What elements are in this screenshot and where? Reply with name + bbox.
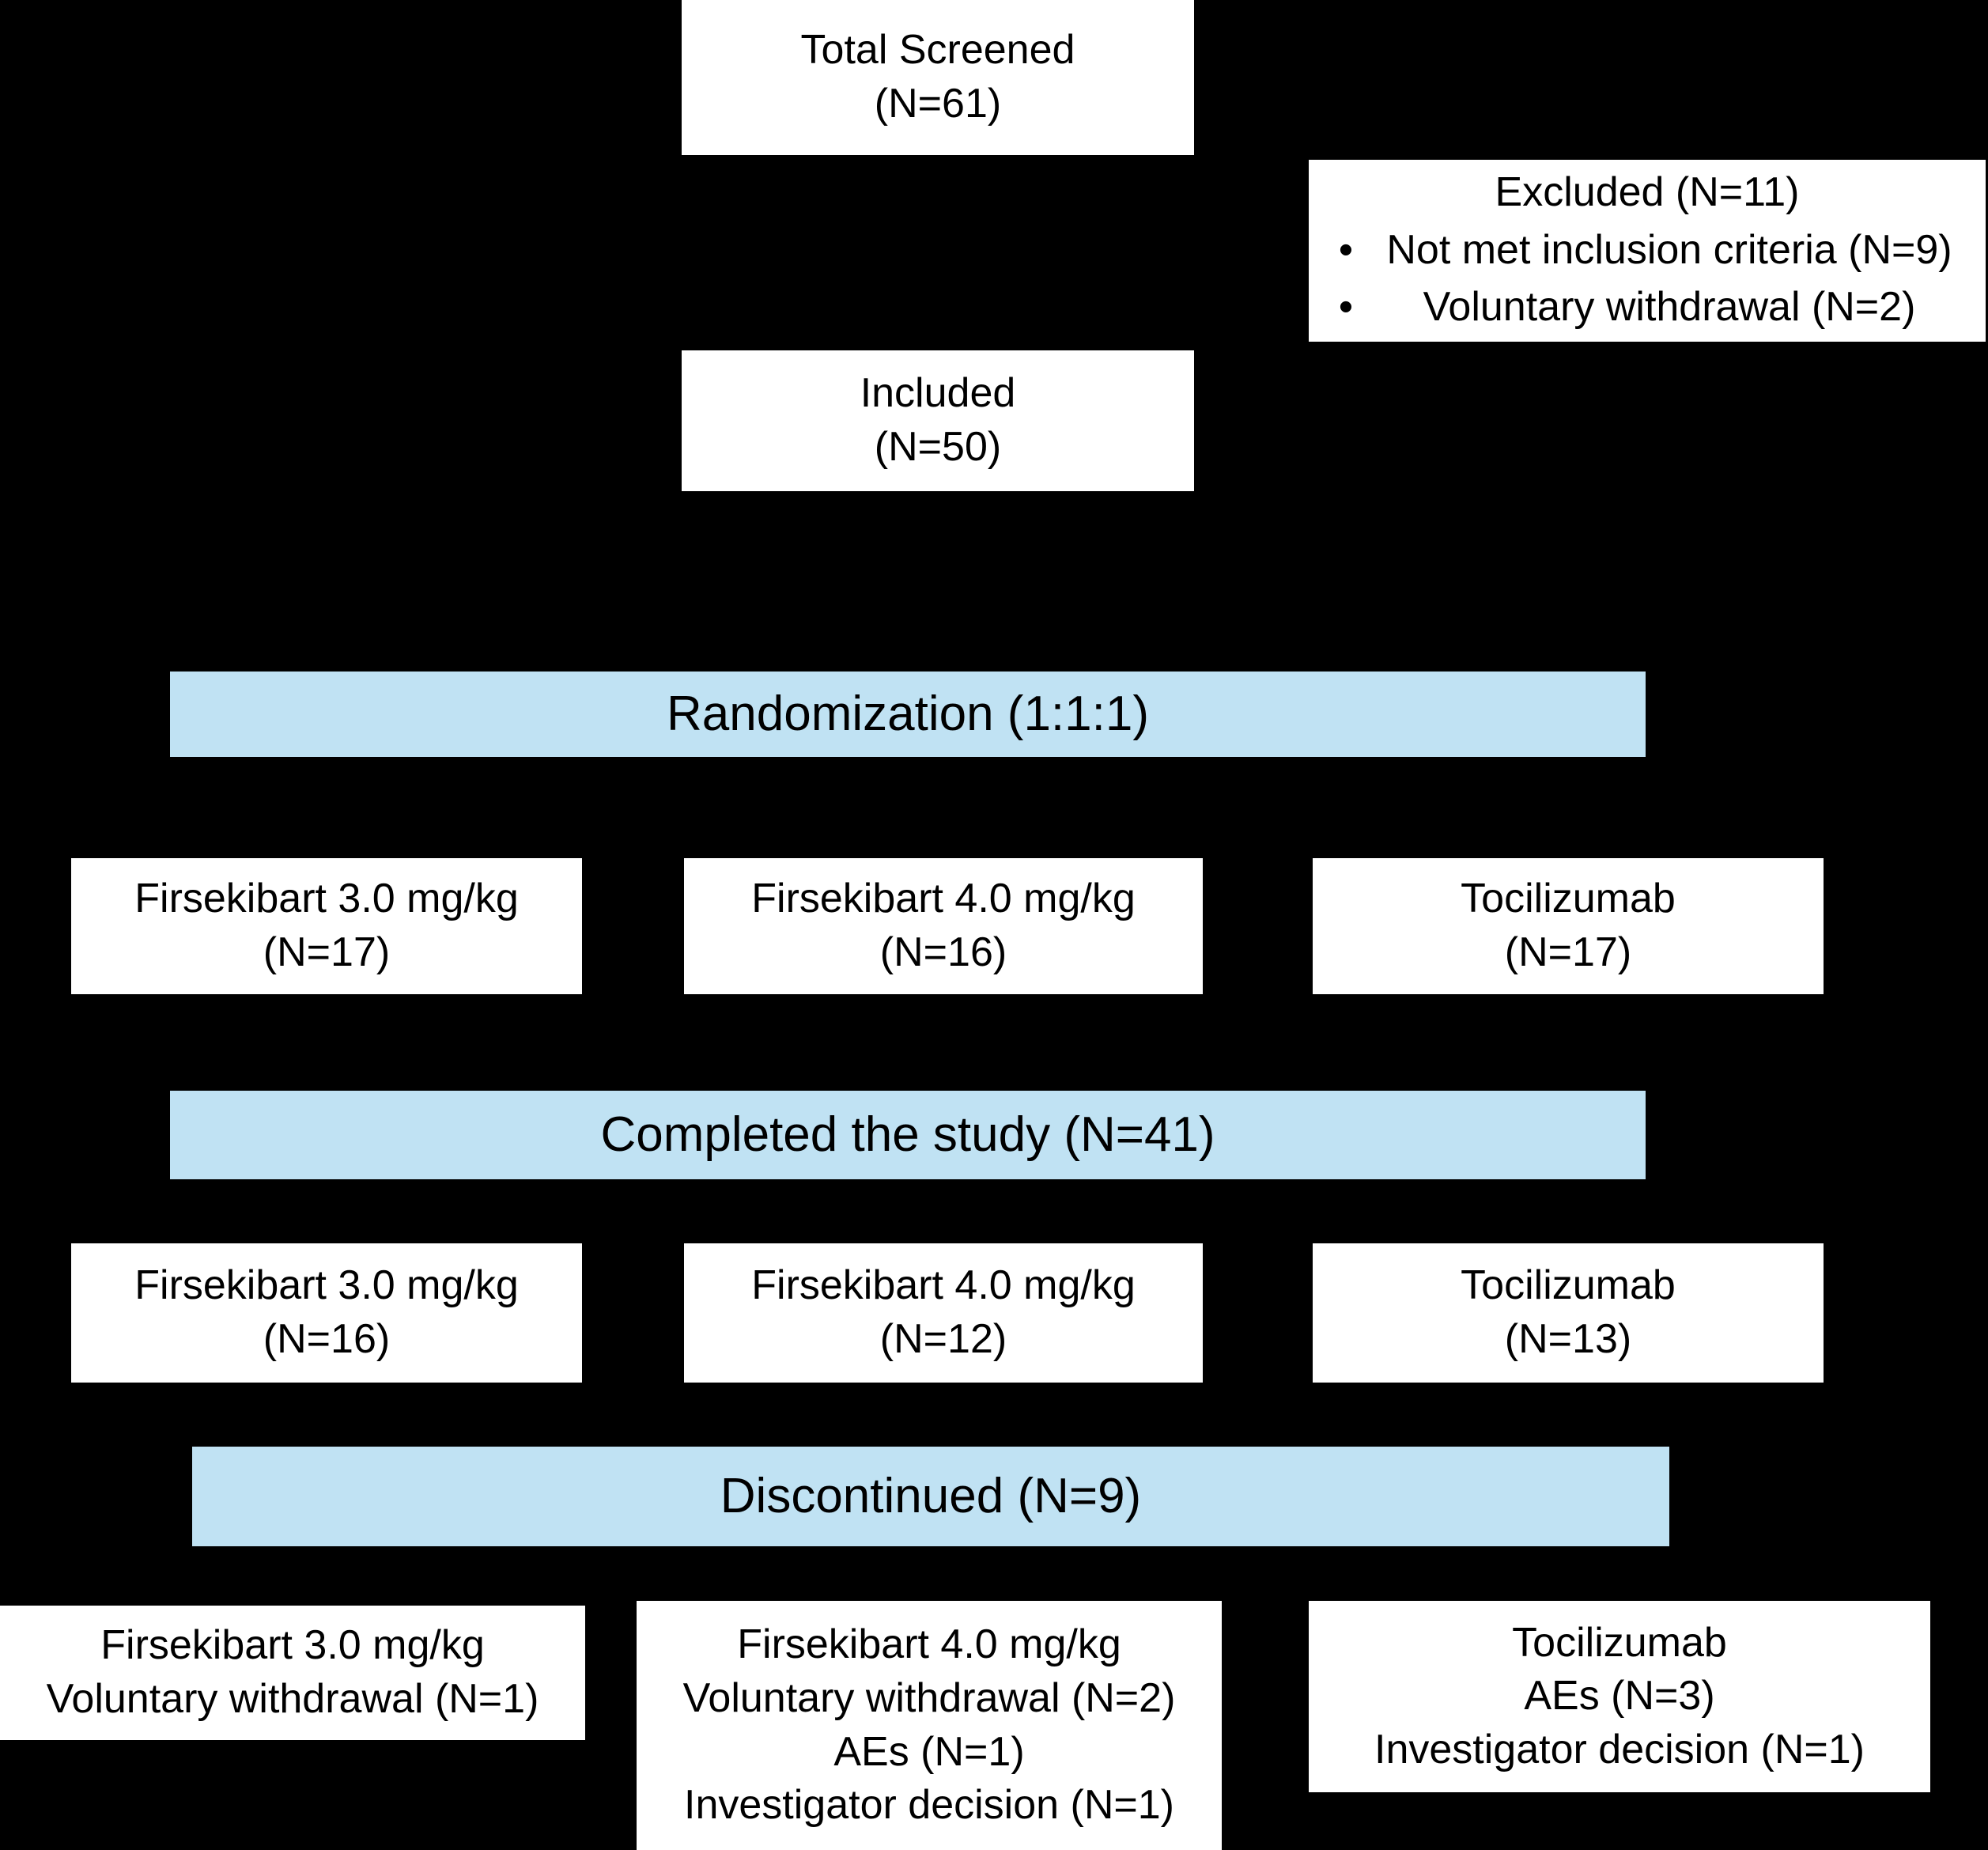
bullet-icon: • xyxy=(1338,227,1354,274)
node-completed-arm-0-line1: Firsekibart 3.0 mg/kg xyxy=(134,1262,519,1309)
node-discontinued-arm-1-line2: Voluntary withdrawal (N=2) xyxy=(682,1674,1176,1721)
stage-bar-randomization-label: Randomization (1:1:1) xyxy=(667,686,1149,741)
node-discontinued-arm-1-line3: AEs (N=1) xyxy=(833,1728,1025,1775)
node-discontinued-arm-2-line1: Tocilizumab xyxy=(1512,1619,1727,1666)
node-included-line1: Included xyxy=(860,370,1016,417)
node-completed-arm-firsekibart-3: Firsekibart 3.0 mg/kg (N=16) xyxy=(71,1243,582,1383)
stage-bar-completed-study-label: Completed the study (N=41) xyxy=(600,1107,1215,1162)
node-discontinued-arm-1-line4: Investigator decision (N=1) xyxy=(684,1782,1174,1829)
node-discontinued-arm-0-line2: Voluntary withdrawal (N=1) xyxy=(46,1676,539,1722)
node-excluded-title: Excluded (N=11) xyxy=(1495,168,1800,215)
node-randomized-arm-firsekibart-4: Firsekibart 4.0 mg/kg (N=16) xyxy=(684,858,1203,994)
stage-bar-completed-study: Completed the study (N=41) xyxy=(170,1091,1646,1179)
bullet-icon: • xyxy=(1338,283,1354,330)
node-randomized-arm-1-line1: Firsekibart 4.0 mg/kg xyxy=(751,876,1136,922)
node-discontinued-arm-tocilizumab: Tocilizumab AEs (N=3) Investigator decis… xyxy=(1309,1601,1930,1792)
node-randomized-arm-tocilizumab: Tocilizumab (N=17) xyxy=(1313,858,1824,994)
node-completed-arm-1-line2: (N=12) xyxy=(879,1316,1007,1362)
stage-bar-discontinued-label: Discontinued (N=9) xyxy=(720,1468,1142,1523)
node-discontinued-arm-2-line3: Investigator decision (N=1) xyxy=(1374,1726,1865,1772)
node-excluded-reason-1-label: Voluntary withdrawal (N=2) xyxy=(1423,283,1916,330)
node-discontinued-arm-2-line2: AEs (N=3) xyxy=(1524,1673,1715,1719)
node-completed-arm-tocilizumab: Tocilizumab (N=13) xyxy=(1313,1243,1824,1383)
stage-bar-discontinued: Discontinued (N=9) xyxy=(192,1447,1669,1546)
node-randomized-arm-2-line1: Tocilizumab xyxy=(1461,876,1676,922)
node-excluded-reason-0: • Not met inclusion criteria (N=9) xyxy=(1328,224,1975,278)
node-completed-arm-firsekibart-4: Firsekibart 4.0 mg/kg (N=12) xyxy=(684,1243,1203,1383)
node-total-screened: Total Screened (N=61) xyxy=(682,0,1194,155)
node-completed-arm-2-line1: Tocilizumab xyxy=(1461,1262,1676,1309)
node-randomized-arm-2-line2: (N=17) xyxy=(1504,929,1632,975)
node-randomized-arm-0-line2: (N=17) xyxy=(263,929,391,975)
node-excluded: Excluded (N=11) • Not met inclusion crit… xyxy=(1309,160,1986,342)
node-randomized-arm-1-line2: (N=16) xyxy=(879,929,1007,975)
node-discontinued-arm-0-line1: Firsekibart 3.0 mg/kg xyxy=(100,1622,485,1669)
node-discontinued-arm-firsekibart-4: Firsekibart 4.0 mg/kg Voluntary withdraw… xyxy=(637,1601,1222,1850)
stage-bar-randomization: Randomization (1:1:1) xyxy=(170,672,1646,757)
node-excluded-reason-0-label: Not met inclusion criteria (N=9) xyxy=(1386,227,1952,274)
node-discontinued-arm-1-line1: Firsekibart 4.0 mg/kg xyxy=(737,1621,1121,1668)
node-discontinued-arm-firsekibart-3: Firsekibart 3.0 mg/kg Voluntary withdraw… xyxy=(0,1606,585,1740)
node-excluded-reason-1: • Voluntary withdrawal (N=2) xyxy=(1328,281,1975,335)
node-completed-arm-1-line1: Firsekibart 4.0 mg/kg xyxy=(751,1262,1136,1309)
node-completed-arm-0-line2: (N=16) xyxy=(263,1316,391,1362)
node-total-screened-line1: Total Screened xyxy=(800,27,1075,74)
node-completed-arm-2-line2: (N=13) xyxy=(1504,1316,1632,1362)
node-total-screened-line2: (N=61) xyxy=(874,81,1002,127)
node-included-line2: (N=50) xyxy=(874,424,1002,470)
node-randomized-arm-firsekibart-3: Firsekibart 3.0 mg/kg (N=17) xyxy=(71,858,582,994)
node-included: Included (N=50) xyxy=(682,350,1194,491)
node-randomized-arm-0-line1: Firsekibart 3.0 mg/kg xyxy=(134,876,519,922)
